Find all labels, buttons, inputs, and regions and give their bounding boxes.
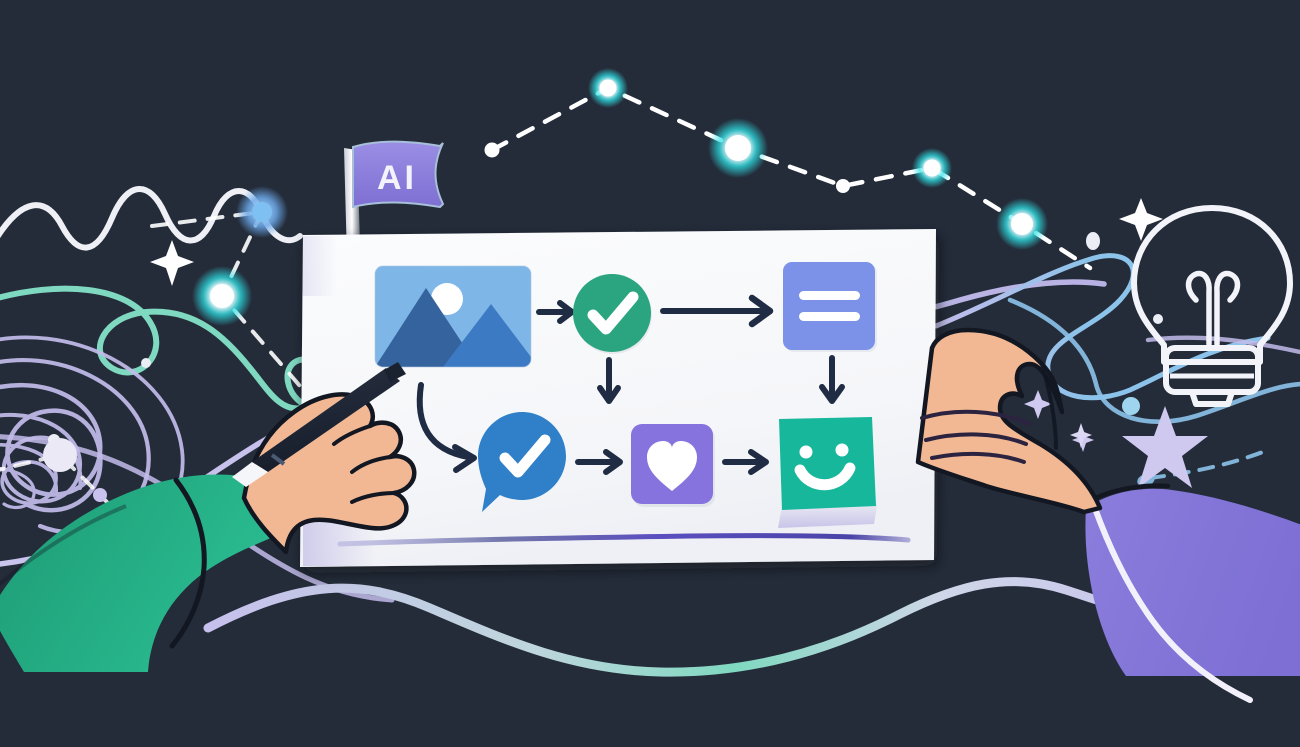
- dashed-constellation-left: [0, 186, 302, 544]
- four-point-sparkle: [1024, 390, 1052, 419]
- speech-bubble-check-icon[interactable]: [478, 412, 566, 512]
- stylus-pen[interactable]: [232, 362, 406, 487]
- right-hand: [915, 327, 1103, 515]
- image-placeholder-icon[interactable]: [374, 265, 532, 368]
- four-point-sparkle: [1070, 423, 1092, 448]
- smiley-sticky-note-icon[interactable]: [778, 417, 878, 528]
- left-sleeve: [0, 474, 290, 672]
- ai-flag: AI: [352, 140, 445, 209]
- decorative-dots: [48, 232, 1163, 446]
- lightbulb-icon: [1131, 205, 1293, 407]
- arrow-heart-to-note: [722, 449, 769, 475]
- arrow-check-down: [597, 357, 621, 404]
- text-lines-icon[interactable]: [783, 262, 877, 352]
- blue-loop-line: [933, 253, 1300, 424]
- flag-label-text: AI: [377, 159, 417, 197]
- four-point-sparkle: [150, 240, 194, 286]
- left-hand: [241, 392, 417, 555]
- arrow-check-to-list: [660, 294, 774, 328]
- workflow-connectors: [416, 294, 845, 475]
- dashed-constellation-path: [484, 68, 1093, 271]
- four-point-sparkle: [1119, 198, 1163, 241]
- right-sleeve: [1081, 483, 1300, 703]
- arrow-list-down: [819, 355, 845, 404]
- arrow-image-curve-to-bubble: [416, 382, 477, 473]
- check-circle-icon[interactable]: [573, 274, 652, 354]
- arrow-bubble-to-heart: [575, 449, 623, 475]
- signature-stroke: [337, 533, 911, 547]
- five-point-star: [1122, 406, 1208, 488]
- bottom-gradient-wave: [203, 577, 1227, 677]
- heart-square-icon[interactable]: [631, 424, 715, 507]
- arrow-image-to-check: [536, 300, 575, 324]
